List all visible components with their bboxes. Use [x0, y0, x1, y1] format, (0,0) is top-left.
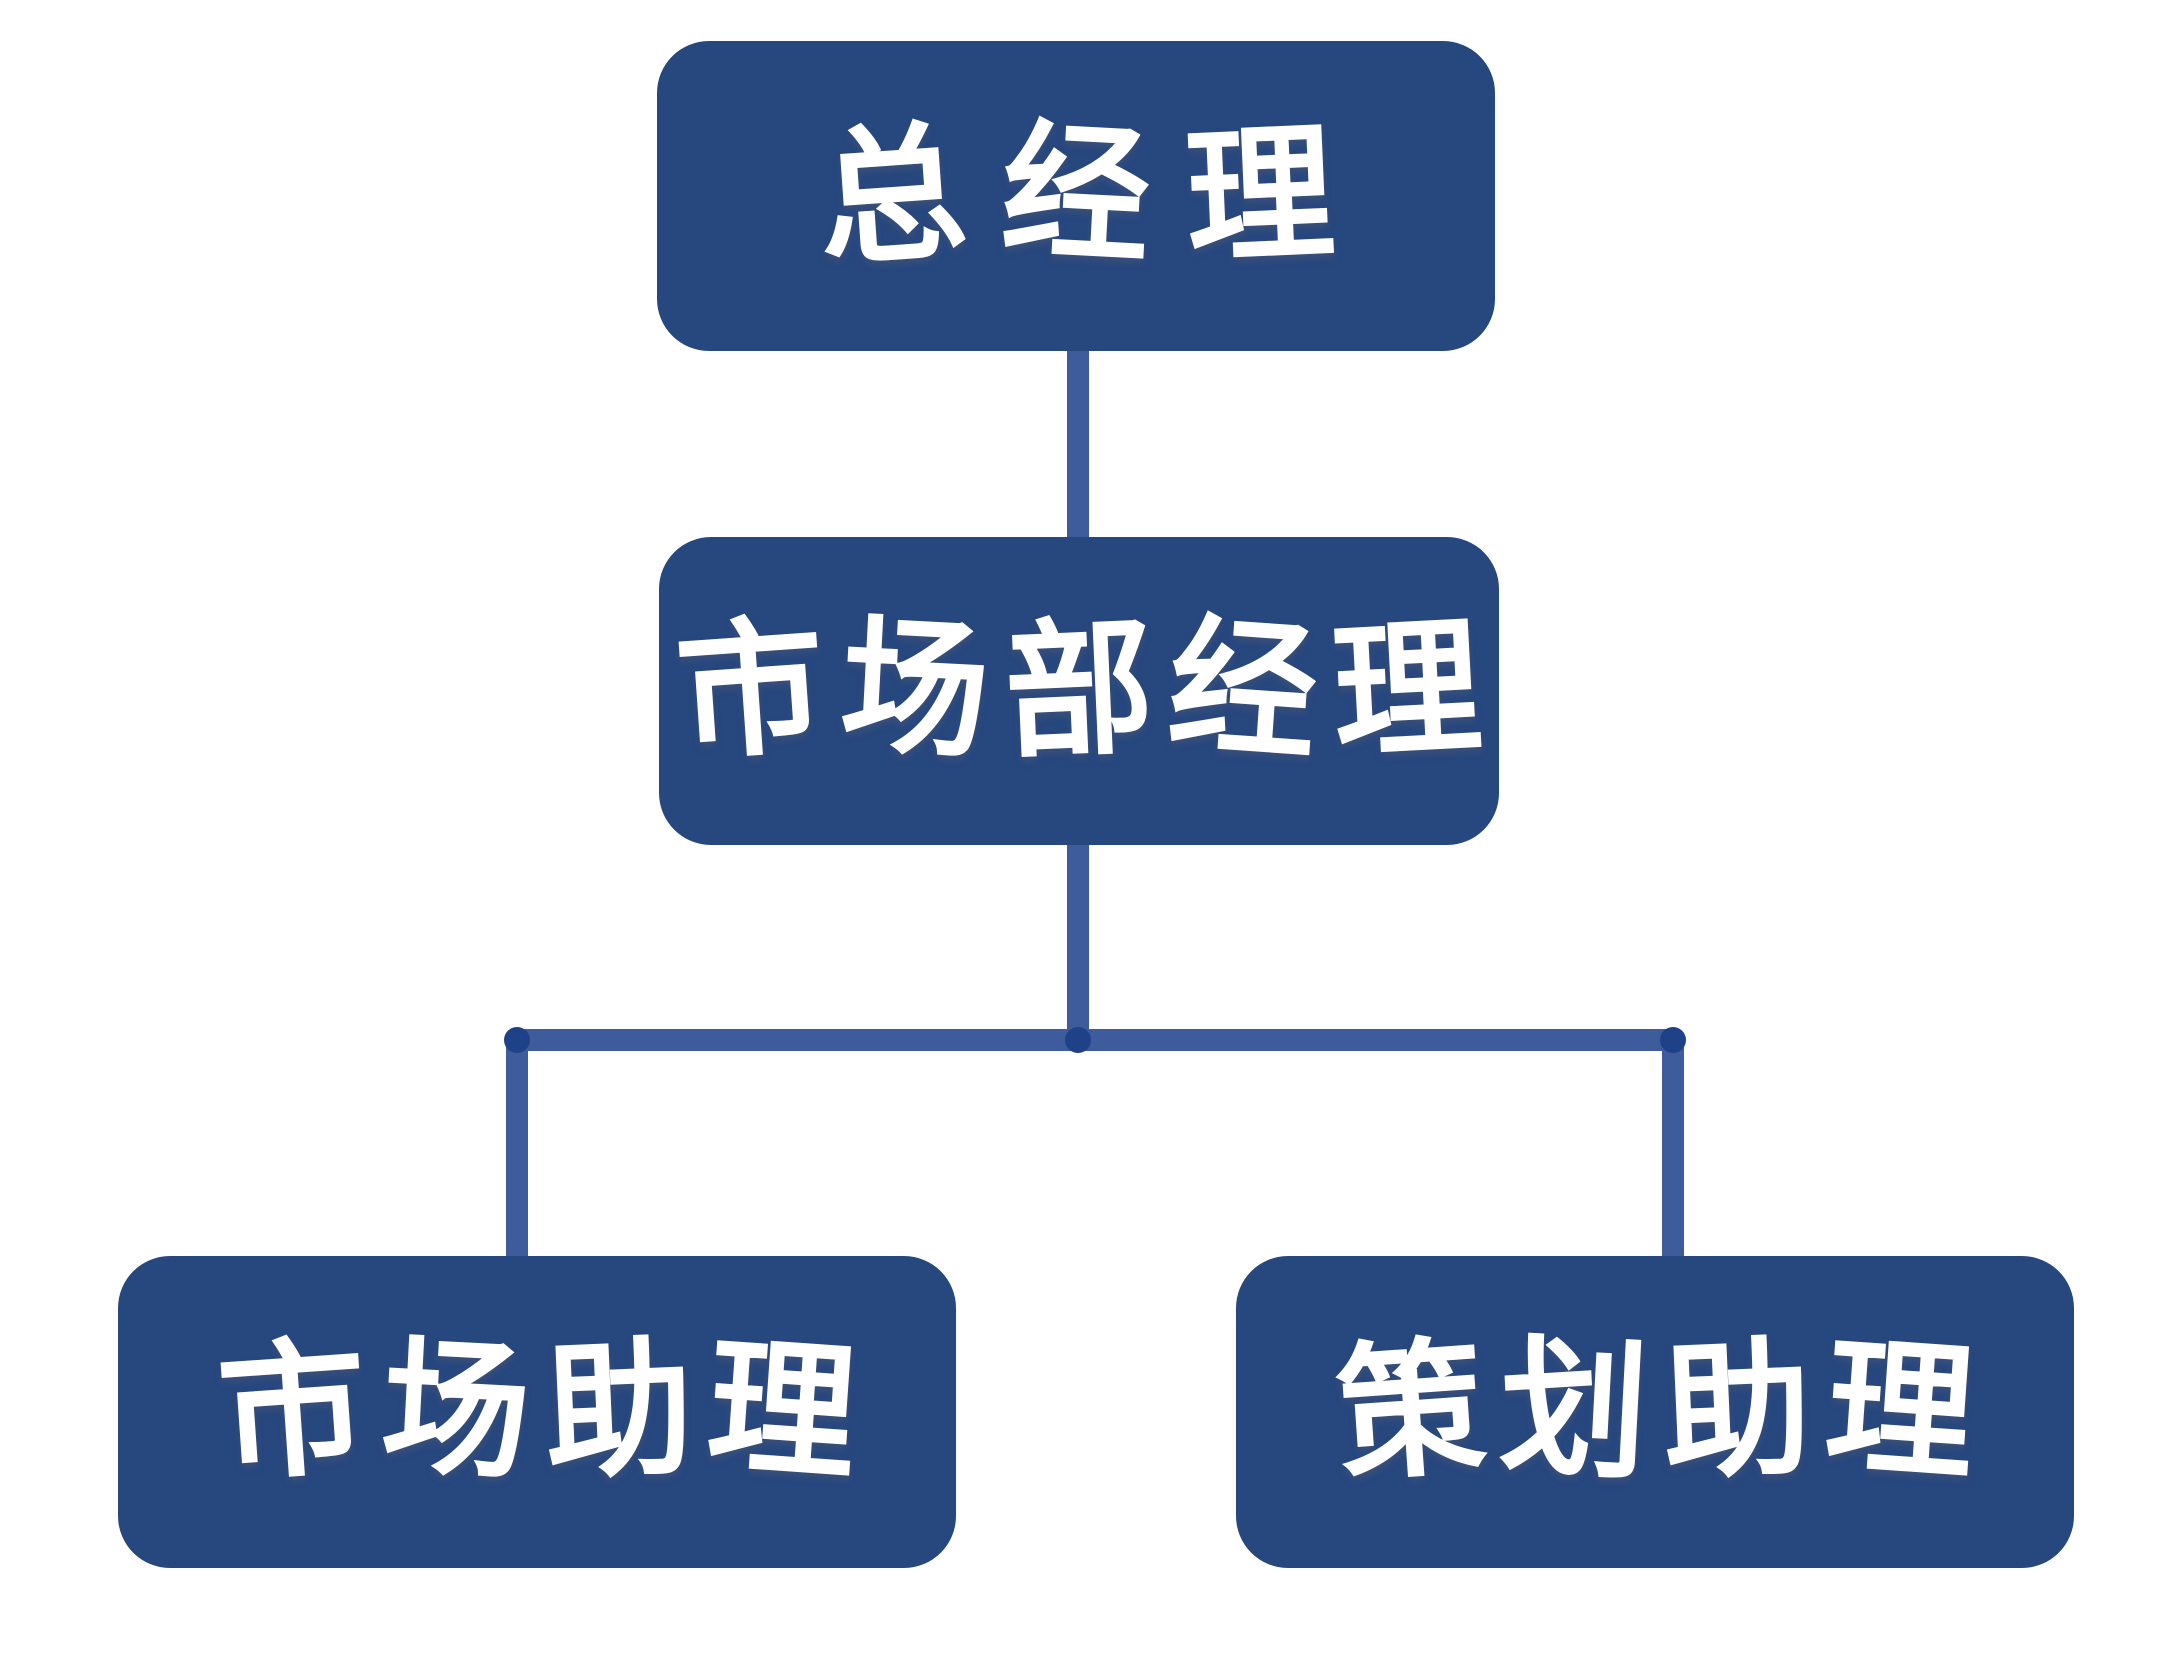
- org-node-planning-assistant: 策划助理: [1236, 1256, 2074, 1568]
- elbow-cap-left: [504, 1027, 530, 1053]
- elbow-cap-right: [1660, 1027, 1686, 1053]
- org-node-marketing-manager: 市场部经理: [659, 537, 1502, 845]
- junction-cap-center: [1065, 1027, 1091, 1053]
- org-node-marketing-manager-label: 市场部经理: [671, 602, 1502, 779]
- org-node-general-manager-label: 总经理: [812, 106, 1374, 285]
- org-node-marketing-assistant: 市场助理: [118, 1256, 956, 1568]
- org-node-marketing-assistant-label: 市场助理: [212, 1323, 877, 1500]
- org-node-planning-assistant-label: 策划助理: [1330, 1323, 1995, 1500]
- org-node-general-manager: 总经理: [657, 41, 1495, 351]
